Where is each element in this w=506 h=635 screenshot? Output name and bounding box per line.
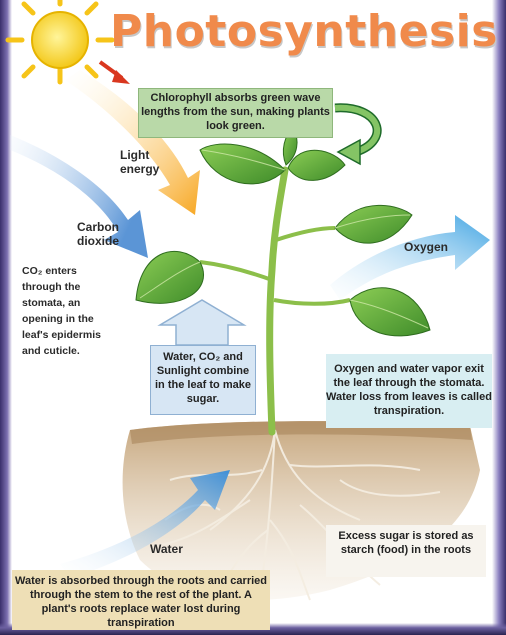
carbon-dioxide-label: Carbon dioxide	[70, 220, 126, 248]
curved-green-arrow-icon	[335, 108, 377, 164]
water-label: Water	[150, 542, 183, 556]
co2-enters-text: CO₂ enters through the stomata, an openi…	[22, 263, 118, 359]
combine-box: Water, CO₂ and Sunlight combine in the l…	[150, 345, 256, 415]
sun-icon	[8, 0, 112, 82]
page-title: Photosynthesis	[110, 6, 498, 57]
red-arrow-icon	[100, 62, 130, 84]
oxygen-label: Oxygen	[404, 240, 448, 254]
chlorophyll-box: Chlorophyll absorbs green wave lengths f…	[138, 88, 333, 138]
up-arrow-icon	[160, 300, 244, 345]
light-energy-label: Light energy	[120, 148, 168, 176]
excess-sugar-box: Excess sugar is stored as starch (food) …	[326, 525, 486, 577]
oxygen-exit-box: Oxygen and water vapor exit the leaf thr…	[326, 354, 492, 428]
water-absorbed-box: Water is absorbed through the roots and …	[12, 570, 270, 630]
leaves	[136, 128, 430, 336]
